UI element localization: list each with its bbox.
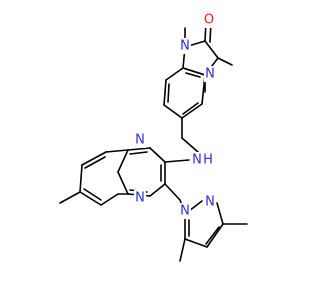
bond (216, 202, 224, 225)
atom-label-layer: N O N N H N N N (134, 12, 216, 219)
bond (184, 238, 208, 248)
bond (217, 57, 233, 66)
carbonyl-oxygen: O (203, 12, 215, 28)
bond (149, 183, 166, 197)
bond (59, 191, 81, 204)
atom-label: H (203, 153, 213, 168)
bond (117, 171, 129, 195)
bond (206, 223, 224, 248)
atom-label: N (135, 191, 145, 206)
bond (127, 147, 151, 151)
bond (105, 149, 129, 153)
atom-label: N (205, 195, 215, 210)
molecule-structure: N O N N H N N N (59, 12, 248, 262)
bond-layer (59, 21, 248, 262)
bond (182, 67, 206, 76)
bond (163, 104, 183, 119)
atom-label: O (204, 13, 214, 28)
amine-nitrogen: N (191, 152, 203, 168)
pyrazole-nitrogen-2: N (204, 194, 216, 210)
urea-nitrogen-top: N (179, 38, 191, 54)
pyrazole-nitrogen-1: N (179, 203, 191, 219)
bond (204, 40, 219, 59)
bond (117, 149, 129, 173)
atom-label: N (180, 204, 190, 219)
bond (185, 72, 201, 78)
molecule-canvas: N O N N H N N N (59, 12, 248, 262)
amine-hydrogen: H (203, 152, 214, 168)
bond (188, 200, 203, 212)
bond (79, 164, 83, 193)
bond (84, 156, 106, 169)
bond (129, 151, 148, 155)
bond (205, 226, 220, 245)
bond (79, 191, 102, 206)
quinoxaline-nitrogen-top: N (134, 132, 146, 148)
bond (167, 83, 170, 103)
atom-label: N (205, 67, 215, 82)
bond (181, 137, 199, 153)
bond (179, 238, 186, 262)
bond (149, 147, 166, 163)
bond (163, 79, 167, 106)
bond (100, 193, 119, 206)
quinoxaline-nitrogen-bottom: N (134, 190, 146, 206)
bond (164, 183, 181, 201)
bond (181, 103, 203, 119)
atom-label: N (192, 153, 202, 168)
bond (81, 151, 107, 166)
bond (165, 67, 184, 81)
urea-nitrogen-bottom: N (204, 66, 216, 82)
bond (164, 159, 190, 163)
atom-label: N (135, 133, 145, 148)
atom-label: N (180, 39, 190, 54)
bond (182, 102, 199, 115)
bond (83, 188, 102, 201)
